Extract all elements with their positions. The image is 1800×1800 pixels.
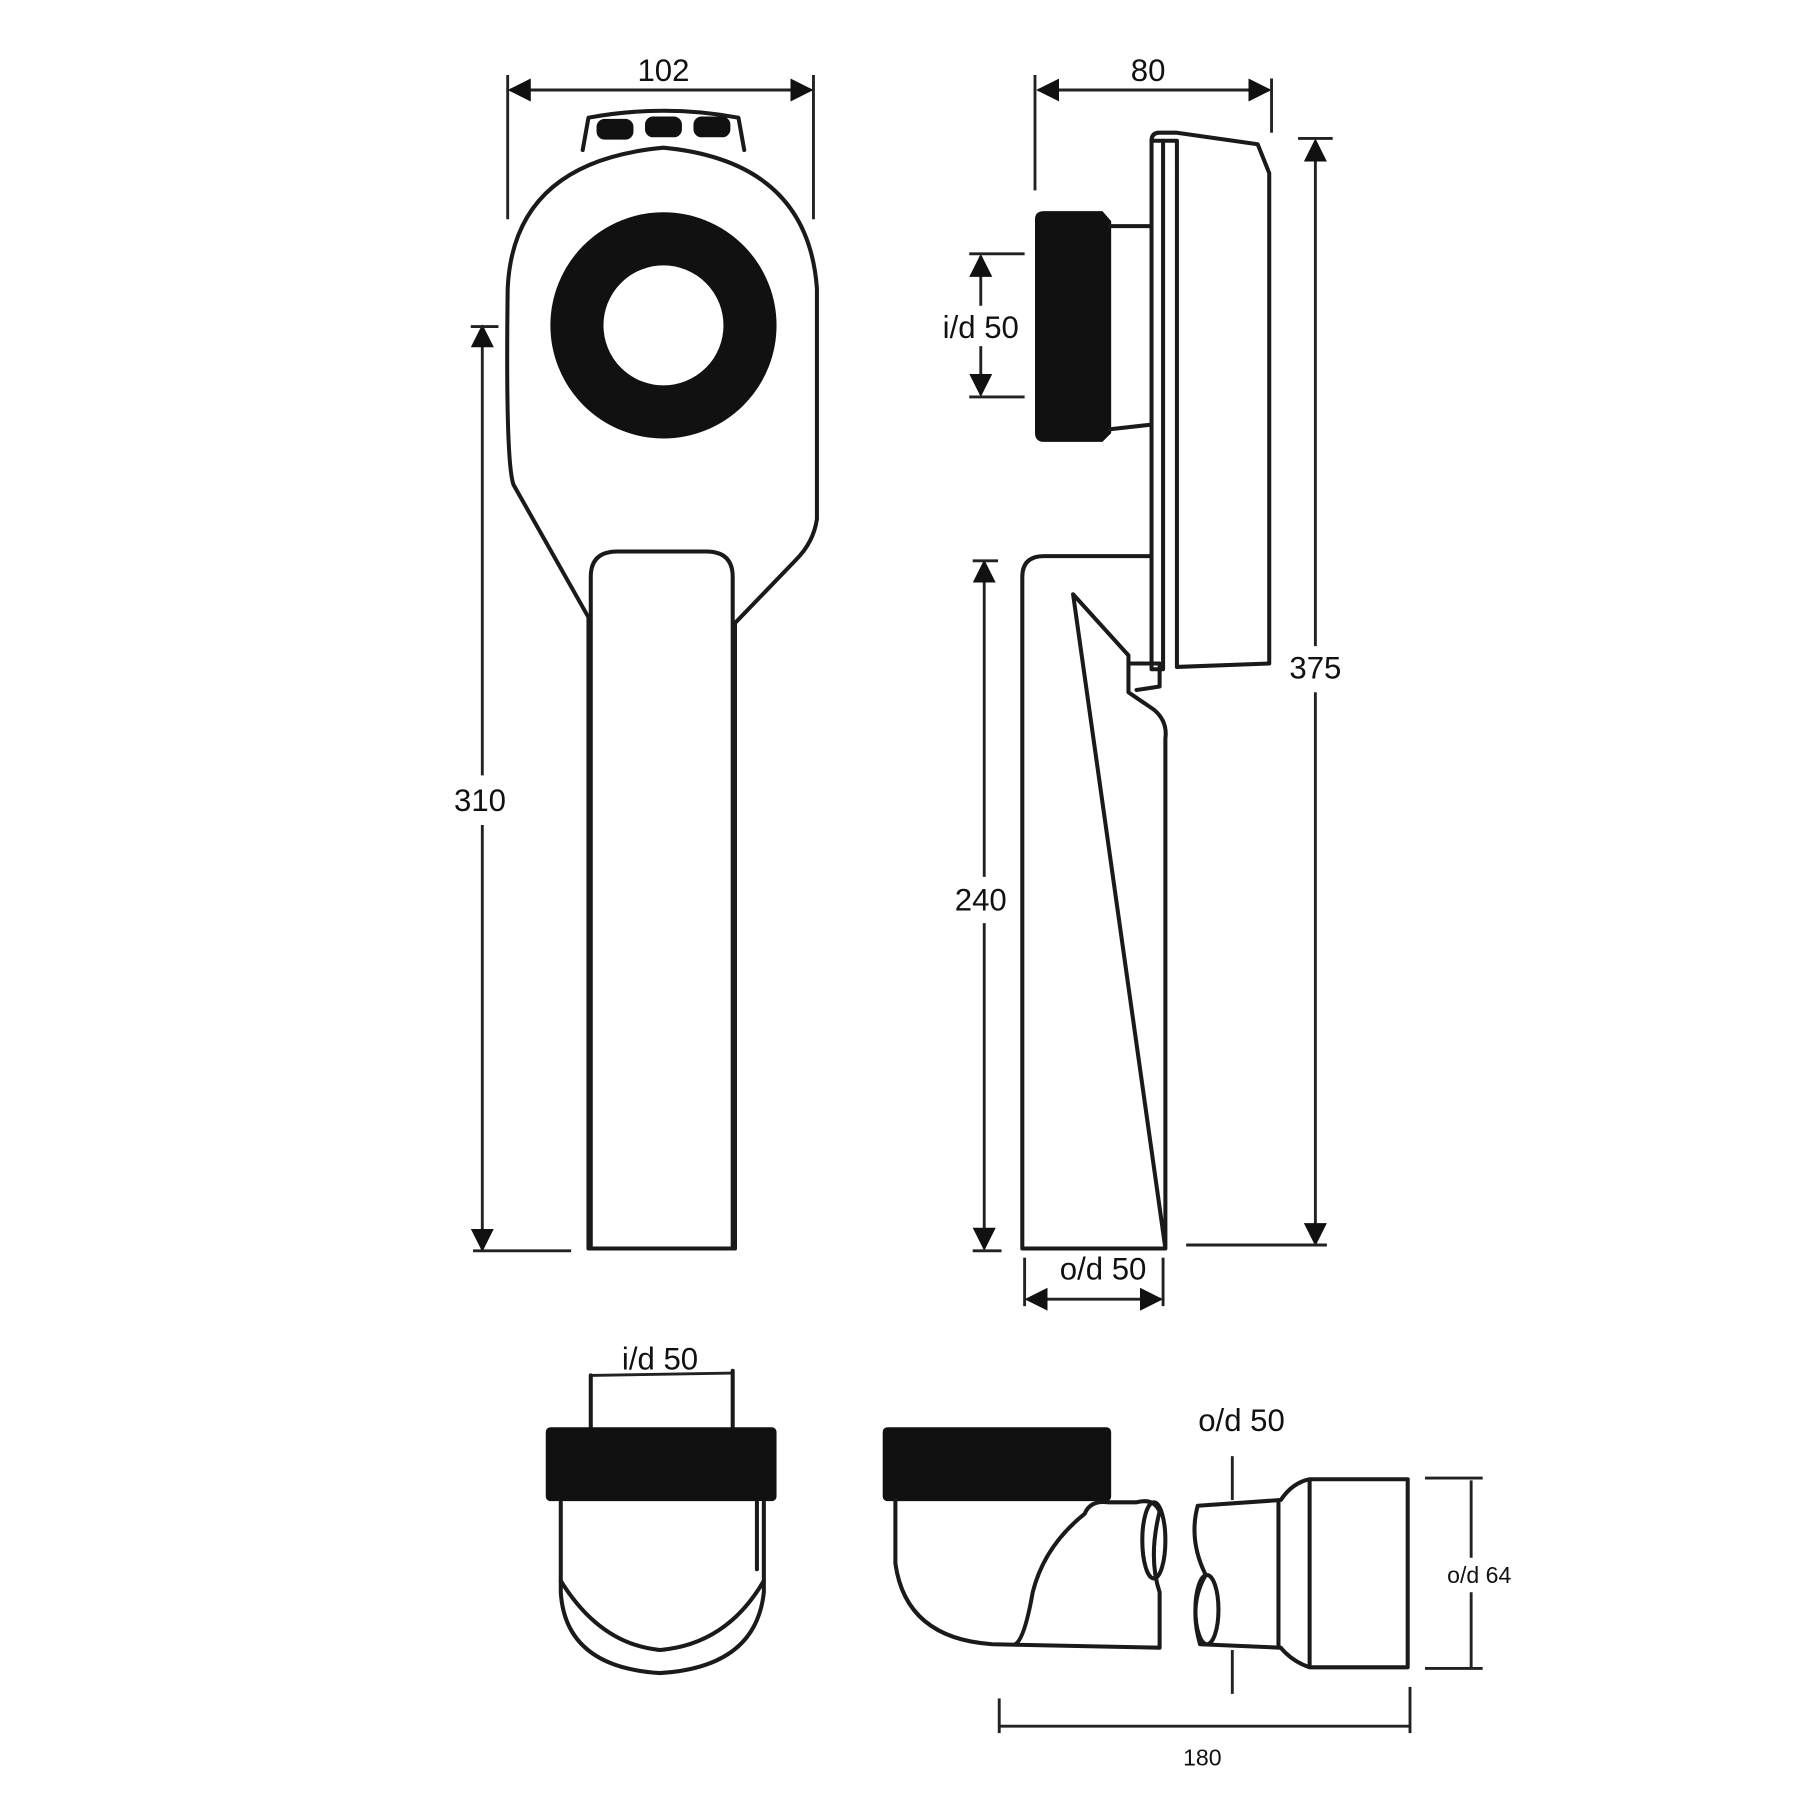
dim-line-top-inlet [590, 1371, 733, 1377]
front-outlet-pipe [588, 549, 735, 1251]
front-view: 102 310 [454, 53, 819, 1253]
plan-seal-ring [882, 1427, 1112, 1502]
dim-label-connector-od: o/d 64 [1447, 1562, 1511, 1588]
dim-label-plan-outlet-od: o/d 50 [1198, 1403, 1285, 1438]
dim-label-inlet: i/d 50 [943, 310, 1019, 345]
end-inlet-spigot [588, 1368, 735, 1431]
plan-bend [893, 1497, 1162, 1650]
end-view: i/d 50 [545, 1342, 777, 1676]
dim-label-width: 102 [637, 53, 689, 88]
end-seal-ring [545, 1427, 777, 1502]
grille-slot [693, 116, 731, 138]
inlet-seal-ring [550, 212, 777, 439]
grille-slot [645, 116, 682, 138]
side-inlet-spigot [1107, 224, 1154, 432]
end-body-outline [558, 1500, 766, 1676]
dim-label-depth: 80 [1131, 53, 1166, 88]
plan-view: o/d 50 o/d 64 180 [882, 1403, 1511, 1770]
plan-connector [1192, 1477, 1410, 1670]
overflow-grille [580, 108, 747, 153]
front-body-outline [505, 145, 819, 1251]
dim-label-outlet-height: 240 [955, 882, 1007, 917]
side-trap-lip [1128, 661, 1162, 693]
side-view: 80 i/d 50 240 375 o/d 50 [943, 53, 1341, 1311]
end-body-inner [558, 1578, 766, 1653]
dim-label-top-inlet: i/d 50 [622, 1342, 698, 1377]
side-outlet-pipe [1020, 554, 1168, 1251]
plan-connector-end [1193, 1572, 1221, 1647]
dim-label-outlet-od: o/d 50 [1060, 1252, 1147, 1287]
side-inlet-seal [1035, 211, 1112, 442]
dim-label-height: 310 [454, 783, 506, 818]
side-backplate-edge [1149, 138, 1166, 672]
plan-pipe-end [1140, 1500, 1168, 1581]
grille-slot [596, 118, 634, 140]
side-backplate [1149, 130, 1272, 669]
dim-label-total-height: 375 [1289, 650, 1341, 685]
dim-label-length: 180 [1183, 1744, 1221, 1770]
